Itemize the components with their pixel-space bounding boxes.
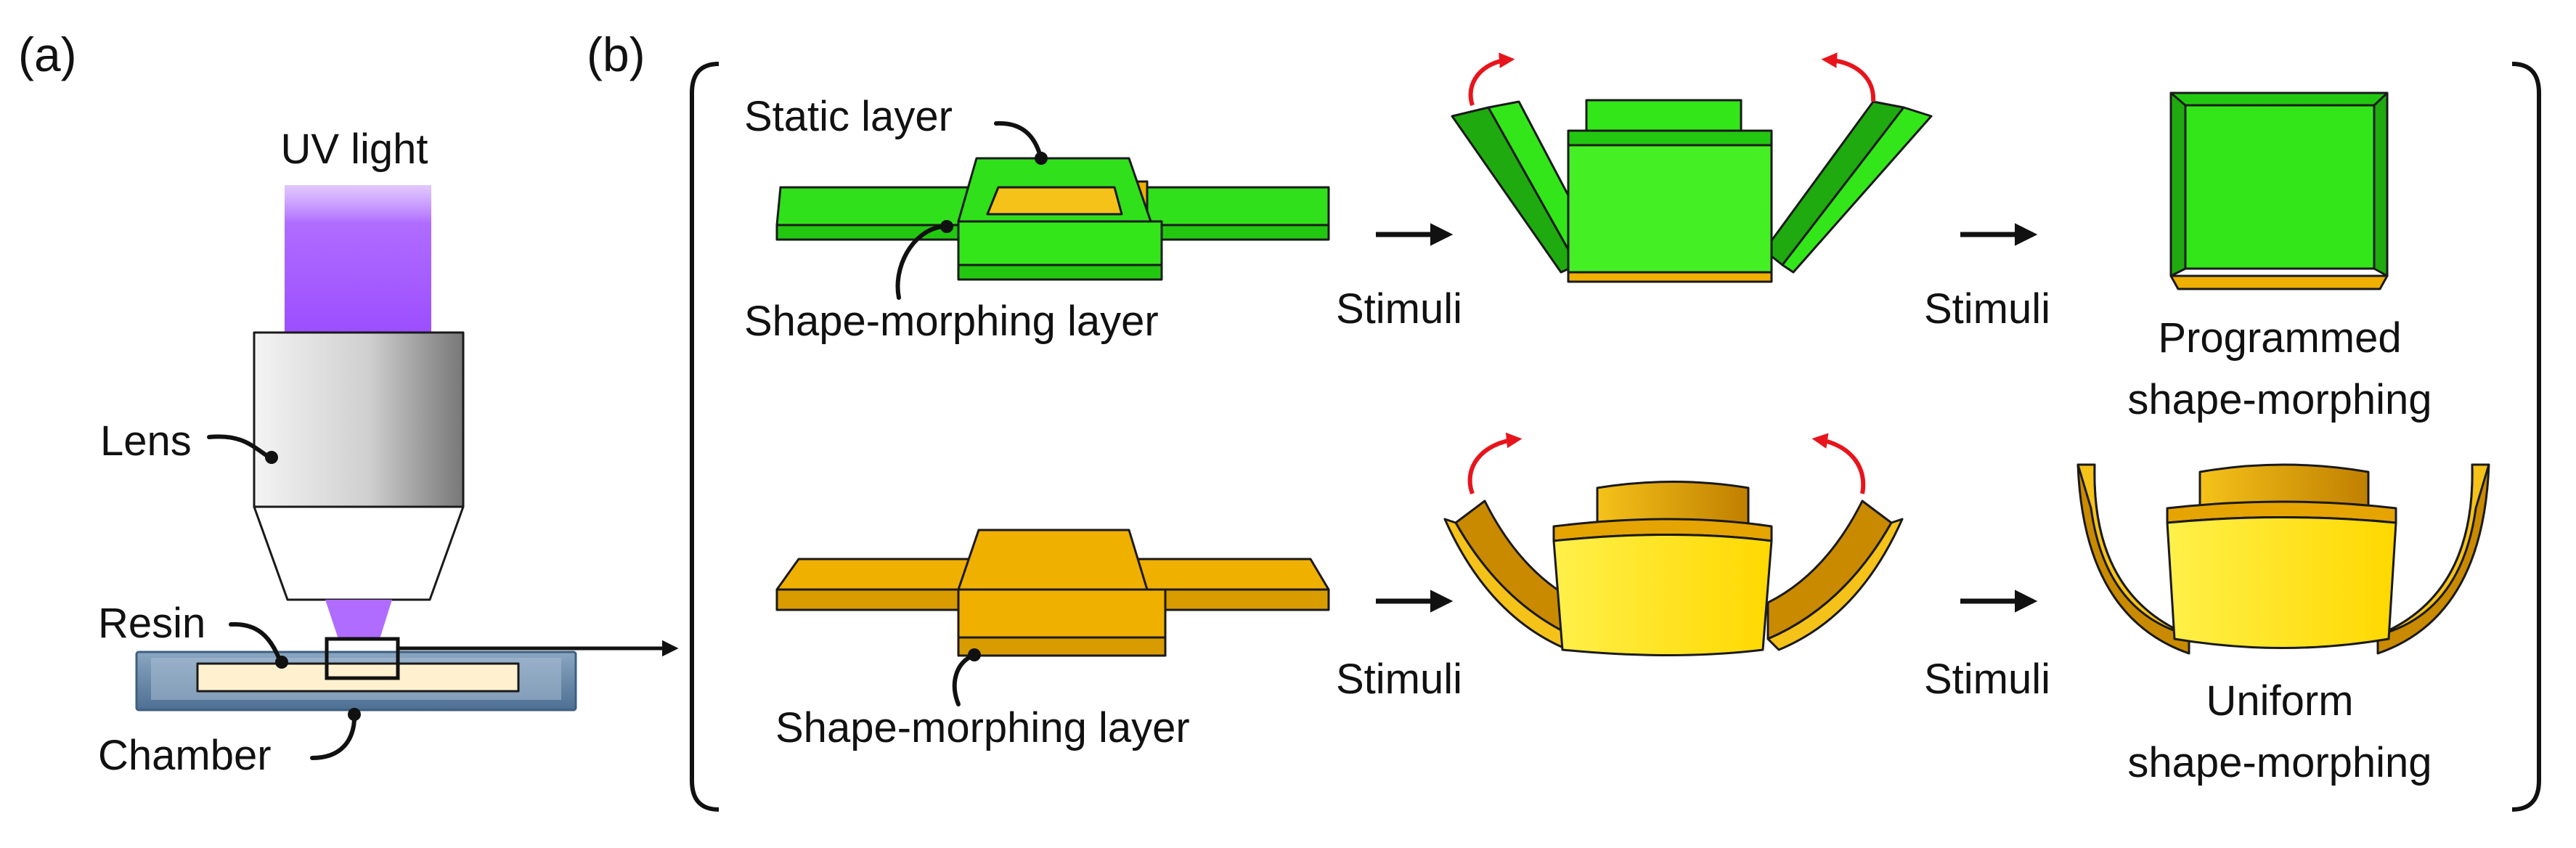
chamber-pointer-dot bbox=[348, 708, 361, 721]
resin-label: Resin bbox=[98, 600, 205, 647]
flat-bilayer-cross bbox=[775, 157, 1330, 281]
folded-box bbox=[2169, 91, 2389, 290]
resin-leader bbox=[229, 621, 281, 660]
bottom-shape-morphing-layer-label: Shape-morphing layer bbox=[775, 704, 1190, 751]
red-fold-arrow-top-left bbox=[1468, 52, 1515, 106]
top-stimuli-label-1: Stimuli bbox=[1336, 285, 1462, 333]
partially-curved-structure bbox=[1443, 481, 1904, 656]
panel-label-a: (a) bbox=[18, 28, 77, 81]
partially-folded-box bbox=[1451, 99, 1933, 283]
left-bracket bbox=[690, 62, 720, 812]
red-fold-arrow-top-right bbox=[1821, 52, 1876, 102]
top-shape-morphing-layer-label: Shape-morphing layer bbox=[744, 298, 1159, 345]
flat-monolayer-cross bbox=[775, 529, 1330, 657]
red-fold-arrow-bottom-right bbox=[1811, 433, 1866, 494]
curved-bowl bbox=[2076, 463, 2490, 655]
lens-label: Lens bbox=[100, 417, 192, 465]
static-layer-pointer-dot bbox=[1035, 152, 1048, 165]
lens-pointer-dot bbox=[265, 451, 278, 464]
panel-label-b: (b) bbox=[587, 28, 645, 81]
static-layer-leader bbox=[994, 121, 1042, 156]
uv-focus-cone bbox=[325, 600, 392, 639]
bottom-shape-morphing-pointer-dot bbox=[968, 648, 981, 661]
uv-light-beam bbox=[285, 185, 431, 338]
bottom-stimuli-label-2: Stimuli bbox=[1924, 656, 2050, 703]
top-stimuli-label-2: Stimuli bbox=[1924, 285, 2050, 333]
resin-pointer-dot bbox=[275, 656, 288, 669]
focus-box bbox=[325, 637, 400, 680]
static-layer-label: Static layer bbox=[744, 93, 953, 140]
top-shape-morphing-leader bbox=[895, 224, 945, 300]
red-fold-arrow-bottom-left bbox=[1467, 432, 1523, 495]
lens-leader bbox=[207, 434, 269, 458]
uv-light-label: UV light bbox=[280, 126, 428, 173]
bottom-stimuli-label-1: Stimuli bbox=[1336, 656, 1462, 703]
lens bbox=[253, 331, 465, 601]
right-bracket bbox=[2511, 62, 2541, 812]
chamber-label: Chamber bbox=[98, 732, 272, 779]
programmed-label-line1: Programmed bbox=[2158, 314, 2401, 362]
top-shape-morphing-pointer-dot bbox=[940, 220, 953, 233]
uniform-label-line2: shape-morphing bbox=[2127, 739, 2432, 786]
chamber-leader bbox=[310, 718, 356, 760]
programmed-label-line2: shape-morphing bbox=[2127, 376, 2432, 423]
uniform-label-line1: Uniform bbox=[2206, 677, 2353, 725]
bottom-shape-morphing-leader bbox=[952, 655, 972, 706]
